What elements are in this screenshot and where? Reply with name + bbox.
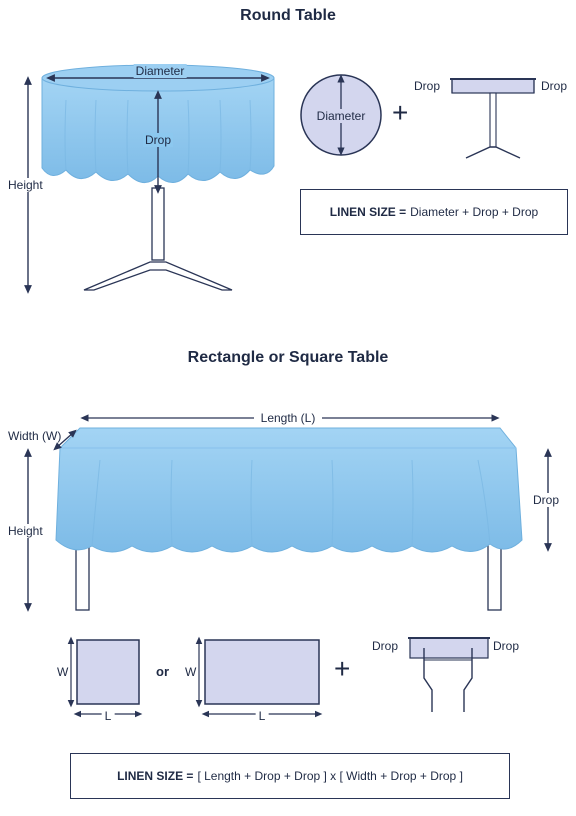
side-drop-left-label: Drop [414, 79, 441, 93]
rect-leg-right [487, 539, 502, 611]
rect-table-illustration [24, 414, 552, 612]
round-cloth-folds [64, 99, 252, 175]
height-label: Height [8, 178, 43, 192]
square-l-label: L [101, 709, 115, 723]
rect-formula-key: LINEN SIZE = [117, 769, 194, 783]
rect-side-drop-left-label: Drop [372, 639, 399, 653]
drop-label: Drop [142, 133, 174, 147]
rect-formula-value: [ Length + Drop + Drop ] x [ Width + Dro… [197, 769, 463, 783]
square-w-label: W [57, 665, 69, 679]
width-label: Width (W) [8, 429, 62, 443]
rect-side-profile [408, 637, 490, 712]
rect-height-label: Height [8, 524, 43, 538]
rectangle-w-label: W [185, 665, 197, 679]
square-swatch [67, 636, 143, 718]
rect-drop-label: Drop [533, 493, 560, 507]
side-drop-right-label: Drop [541, 79, 568, 93]
round-table-base [83, 261, 233, 291]
rectangle-swatch [195, 636, 323, 718]
rect-cloth-folds [91, 459, 491, 547]
round-table-title: Round Table [240, 7, 336, 24]
formula-value: Diameter + Drop + Drop [410, 205, 539, 219]
circle-diameter-label: Diameter [316, 109, 366, 123]
round-formula-box: LINEN SIZE = Diameter + Drop + Drop [300, 189, 568, 235]
round-table-leg [151, 187, 165, 261]
round-table-illustration [24, 64, 275, 294]
rect-plus-icon: + [334, 653, 351, 684]
rect-leg-left [75, 539, 90, 611]
diameter-label: Diameter [133, 64, 187, 78]
round-side-profile [450, 78, 536, 159]
rect-tablecloth [55, 427, 523, 553]
length-label: Length (L) [260, 411, 316, 425]
rect-formula-box: LINEN SIZE = [ Length + Drop + Drop ] x … [70, 753, 510, 799]
or-label: or [156, 664, 169, 679]
rectangle-l-label: L [255, 709, 269, 723]
rectangle-table-title: Rectangle or Square Table [187, 349, 389, 366]
formula-key: LINEN SIZE = [329, 205, 407, 219]
plus-icon: + [392, 97, 409, 128]
rect-side-drop-right-label: Drop [493, 639, 520, 653]
